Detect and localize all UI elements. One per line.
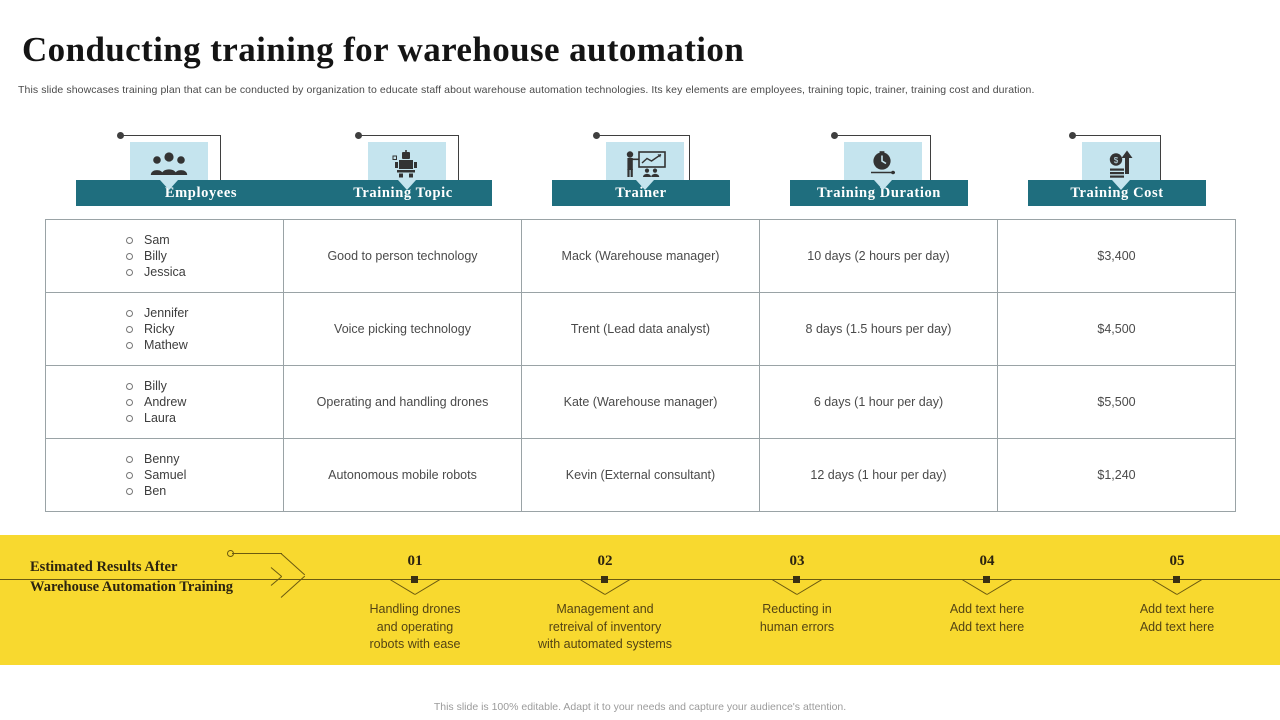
cost-cell: $5,500: [997, 365, 1236, 439]
column-header-training-topic[interactable]: Training Topic: [314, 128, 567, 208]
connector-hline: [837, 135, 931, 136]
connector-vline: [458, 135, 459, 188]
column-headers: Employees Training: [0, 128, 1280, 208]
duration-cell: 6 days (1 hour per day): [759, 365, 998, 439]
step-marker: [771, 576, 823, 625]
robot-machine-icon: [368, 142, 446, 186]
training-plan-table: Sam Billy Jessica Good to person technol…: [45, 219, 1236, 512]
presenter-whiteboard-icon: [606, 142, 684, 186]
step-marker: [389, 576, 441, 625]
column-header-label: Employees: [76, 180, 326, 206]
duration-cell: 8 days (1.5 hours per day): [759, 292, 998, 366]
cost-cell: $1,240: [997, 438, 1236, 512]
column-header-training-duration[interactable]: Training Duration: [790, 128, 1043, 208]
list-item: Billy: [126, 378, 277, 394]
table-row: Sam Billy Jessica Good to person technol…: [45, 219, 1236, 293]
connector-hline: [1075, 135, 1161, 136]
step-text: Management and retreival of inventory wi…: [537, 602, 673, 651]
connector-hline: [361, 135, 459, 136]
employees-cell: Jennifer Ricky Mathew: [45, 292, 284, 366]
list-item: Ben: [126, 483, 277, 499]
column-header-training-cost[interactable]: $ Training Cost: [1028, 128, 1280, 208]
step-number: 04: [979, 553, 995, 569]
trainer-cell: Trent (Lead data analyst): [521, 292, 760, 366]
banner-notch: [636, 180, 654, 190]
banner-notch: [398, 180, 416, 190]
connector-vline: [689, 135, 690, 188]
estimated-results-band: Estimated Results After Warehouse Automa…: [0, 535, 1280, 665]
list-item: Jessica: [126, 264, 277, 280]
employees-cell: Benny Samuel Ben: [45, 438, 284, 512]
connector-dot: [117, 132, 124, 139]
connector-vline: [930, 135, 931, 188]
page-subtitle: This slide showcases training plan that …: [18, 84, 1035, 96]
list-item: Andrew: [126, 394, 277, 410]
list-item: Benny: [126, 451, 277, 467]
connector-dot: [1069, 132, 1076, 139]
cost-cell: $4,500: [997, 292, 1236, 366]
footer-note: This slide is 100% editable. Adapt it to…: [433, 701, 847, 713]
step-marker: [1151, 576, 1203, 625]
connector-vline: [1160, 135, 1161, 188]
timeline-line: [0, 579, 1280, 580]
connector-dot: [355, 132, 362, 139]
list-item: Sam: [126, 232, 277, 248]
step-marker: [961, 576, 1013, 625]
connector-hline: [123, 135, 221, 136]
list-item: Billy: [126, 248, 277, 264]
people-group-icon: [130, 142, 208, 186]
results-label: Estimated Results After Warehouse Automa…: [30, 559, 234, 595]
list-item: Samuel: [126, 467, 277, 483]
step-number: 05: [1169, 553, 1185, 569]
topic-cell: Operating and handling drones: [283, 365, 522, 439]
step-number: 03: [789, 553, 805, 569]
money-growth-icon: $: [1082, 142, 1160, 186]
svg-text:$: $: [1114, 156, 1119, 165]
employees-cell: Billy Andrew Laura: [45, 365, 284, 439]
duration-cell: 10 days (2 hours per day): [759, 219, 998, 293]
trainer-cell: Mack (Warehouse manager): [521, 219, 760, 293]
step-marker: [579, 576, 631, 625]
list-item: Laura: [126, 410, 277, 426]
list-item: Ricky: [126, 321, 277, 337]
trainer-cell: Kevin (External consultant): [521, 438, 760, 512]
connector-dot: [831, 132, 838, 139]
banner-notch: [1112, 180, 1130, 190]
table-row: Jennifer Ricky Mathew Voice picking tech…: [45, 292, 1236, 366]
step-text: Reducting in human errors: [759, 602, 835, 634]
topic-cell: Voice picking technology: [283, 292, 522, 366]
duration-cell: 12 days (1 hour per day): [759, 438, 998, 512]
trainer-cell: Kate (Warehouse manager): [521, 365, 760, 439]
column-header-employees[interactable]: Employees: [76, 128, 329, 208]
page-title: Conducting training for warehouse automa…: [22, 30, 745, 69]
employees-cell: Sam Billy Jessica: [45, 219, 284, 293]
step-text: Add text here Add text here: [1139, 602, 1215, 634]
list-item: Jennifer: [126, 305, 277, 321]
table-row: Benny Samuel Ben Autonomous mobile robot…: [45, 438, 1236, 512]
connector-vline: [220, 135, 221, 188]
list-item: Mathew: [126, 337, 277, 353]
step-number: 02: [597, 553, 613, 569]
cost-cell: $3,400: [997, 219, 1236, 293]
connector-dot: [593, 132, 600, 139]
banner-notch: [160, 180, 178, 190]
step-text: Handling drones and operating robots wit…: [369, 602, 461, 651]
connector-hline: [599, 135, 690, 136]
step-text: Add text here Add text here: [949, 602, 1025, 634]
topic-cell: Autonomous mobile robots: [283, 438, 522, 512]
clock-time-icon: [844, 142, 922, 186]
banner-notch: [874, 180, 892, 190]
table-row: Billy Andrew Laura Operating and handlin…: [45, 365, 1236, 439]
step-number: 01: [407, 553, 423, 569]
topic-cell: Good to person technology: [283, 219, 522, 293]
column-header-label: Training Topic: [314, 180, 492, 206]
column-header-trainer[interactable]: Trainer: [552, 128, 805, 208]
